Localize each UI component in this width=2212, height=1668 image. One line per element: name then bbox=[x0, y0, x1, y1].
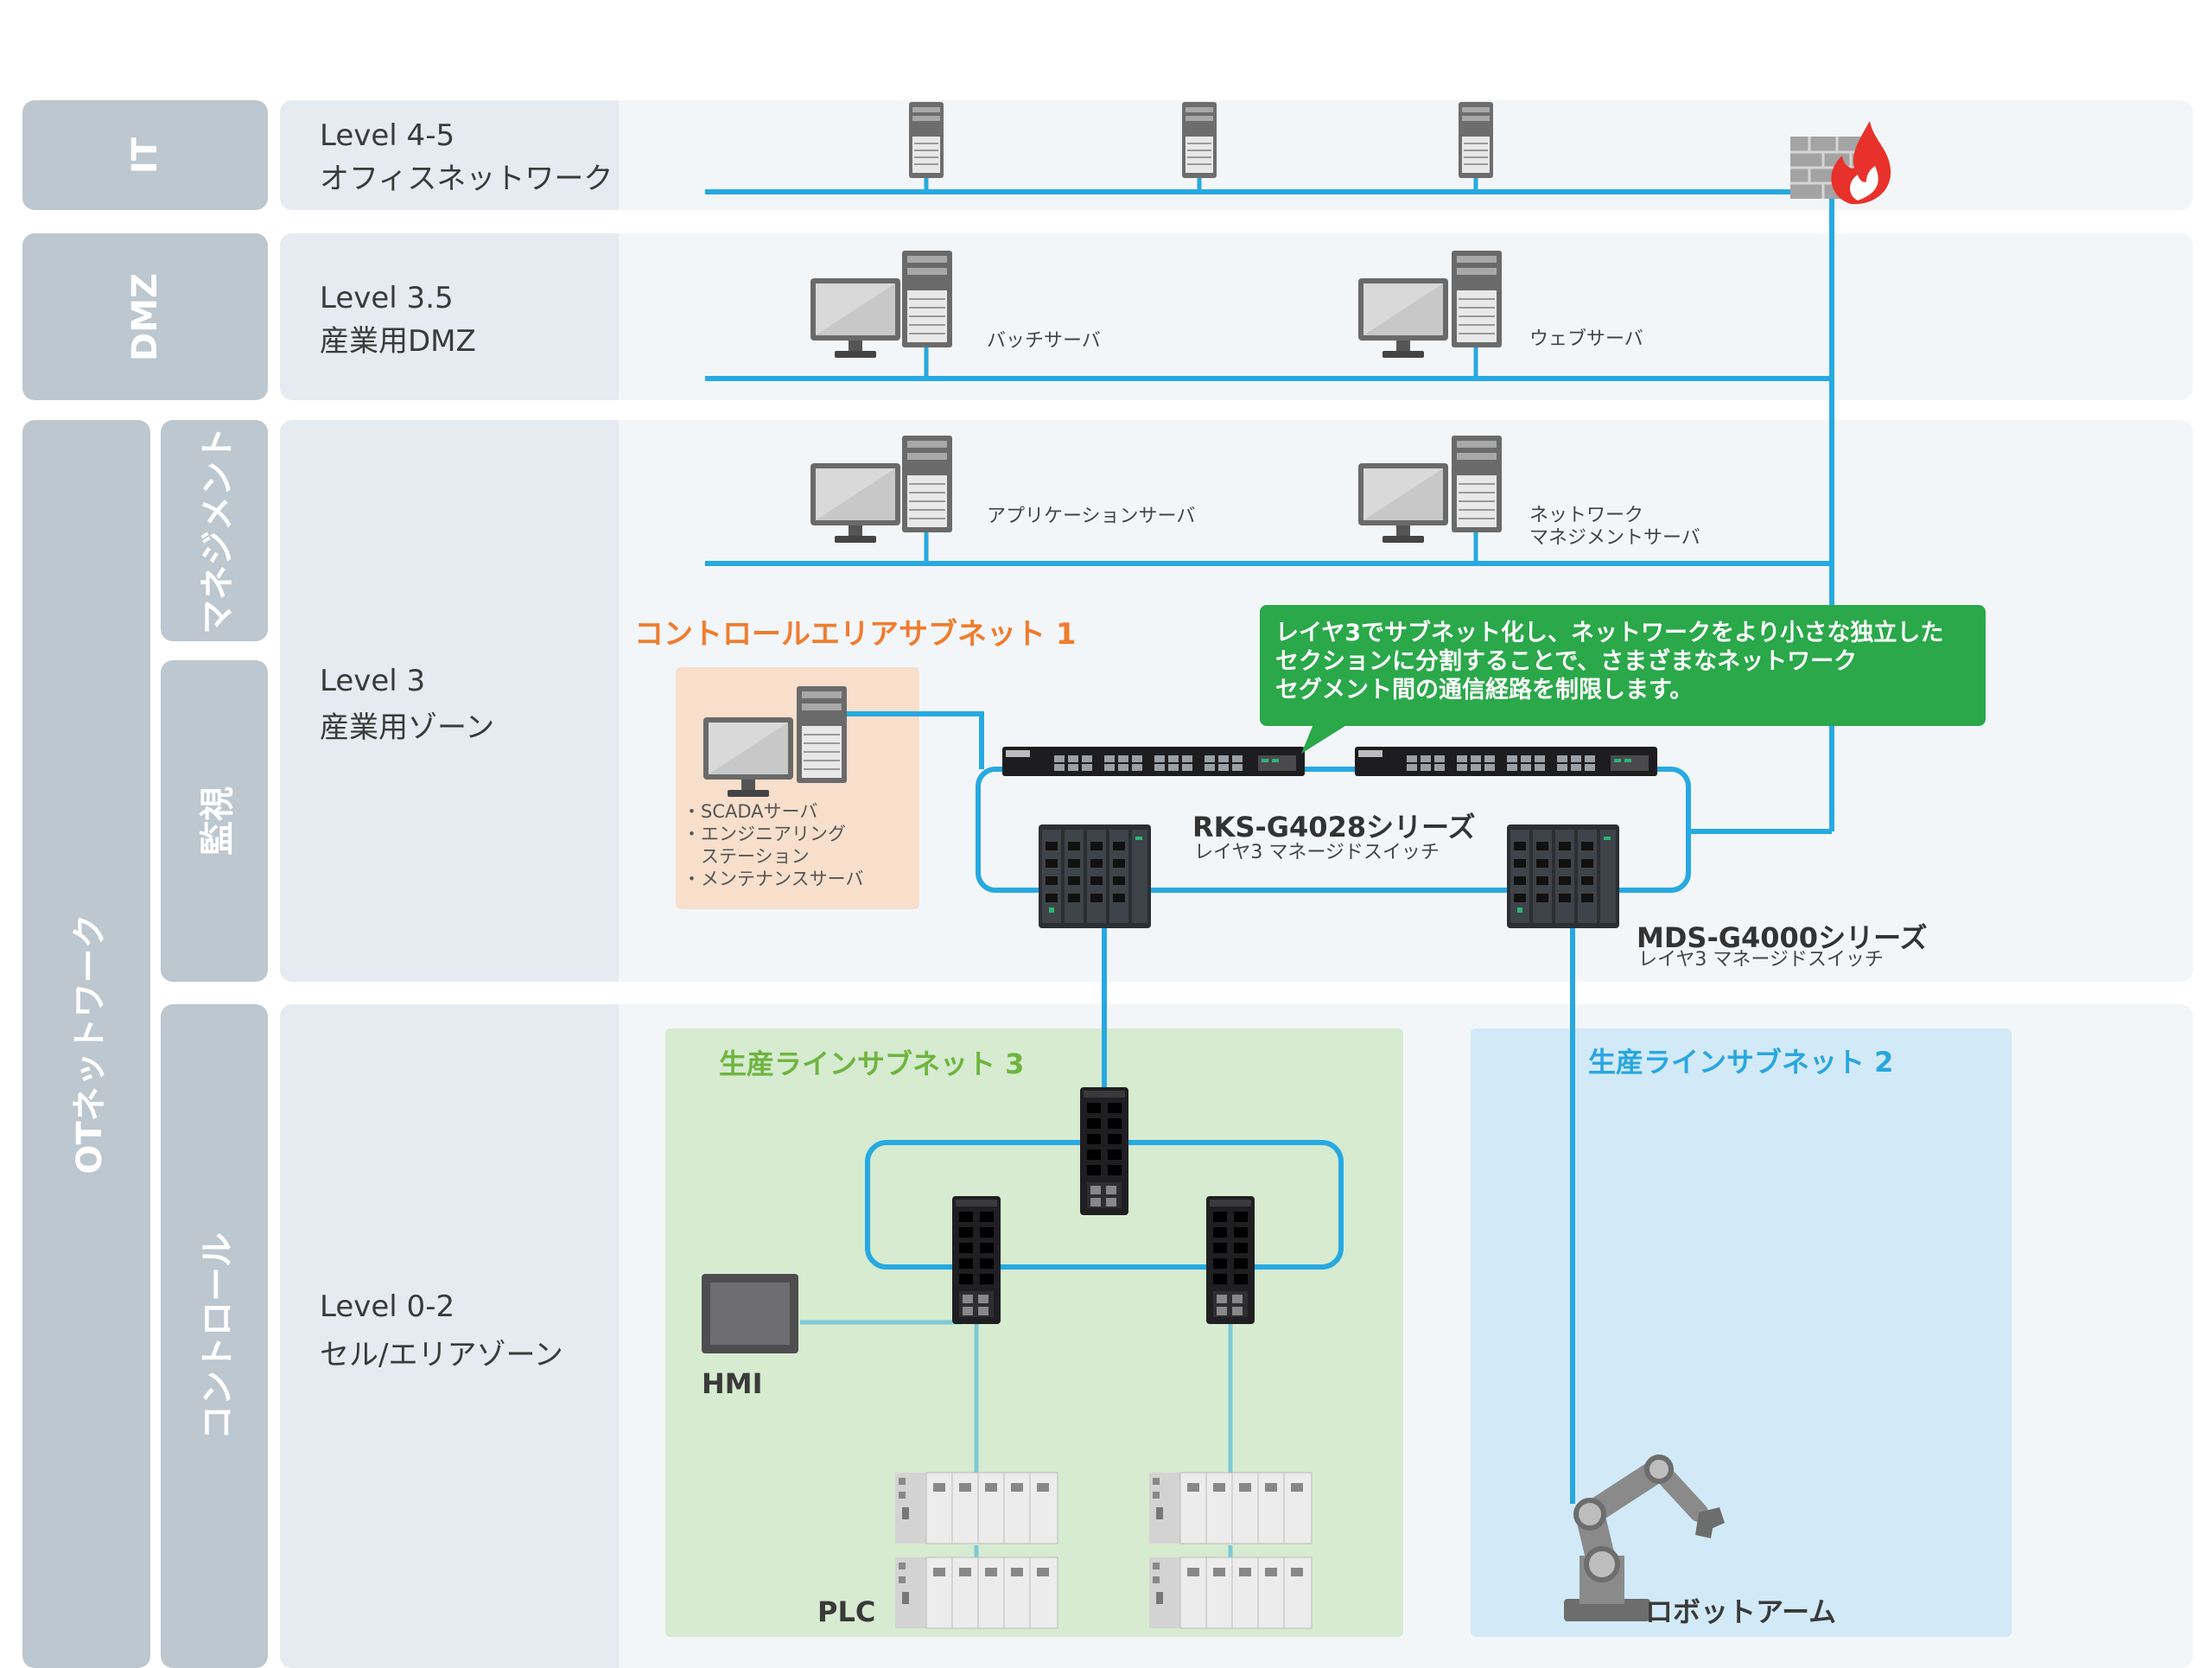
desktop-computer-icon bbox=[1358, 463, 1448, 543]
level35-number: Level 3.5 bbox=[320, 281, 454, 315]
dmz-label: DMZ bbox=[22, 233, 268, 400]
firewall-icon bbox=[1790, 121, 1891, 205]
tower-server-icon bbox=[1181, 101, 1217, 179]
tower-server-icon bbox=[1451, 250, 1503, 348]
mds-product-desc: レイヤ3 マネージドスイッチ bbox=[1638, 949, 1884, 971]
level45-number: Level 4-5 bbox=[320, 118, 455, 153]
production-subnet2-title: 生産ラインサブネット 2 bbox=[1588, 1046, 1894, 1079]
hmi-panel-icon bbox=[702, 1274, 798, 1353]
application-server-label: アプリケーションサーバ bbox=[987, 506, 1196, 527]
rks-product-name: RKS-G4028シリーズ bbox=[1192, 811, 1476, 844]
production-subnet3-title: 生産ラインサブネット 3 bbox=[719, 1047, 1025, 1080]
modular-switch-icon bbox=[1507, 824, 1619, 928]
tower-server-icon bbox=[1458, 101, 1494, 179]
desktop-computer-icon bbox=[810, 278, 900, 358]
callout-line: レイヤ3でサブネット化し、ネットワークをより小さな独立した bbox=[1275, 620, 1944, 646]
monitoring-label: 監視 bbox=[161, 660, 268, 982]
rack-switch-icon bbox=[1002, 747, 1305, 776]
mds-product-name: MDS-G4000シリーズ bbox=[1637, 921, 1928, 954]
management-label: マネジメント bbox=[161, 420, 268, 641]
robot-arm-icon bbox=[1564, 1455, 1725, 1621]
production-subnet2-box bbox=[1471, 1028, 2012, 1637]
subnet1-item: ステーション bbox=[683, 846, 810, 867]
plc-label: PLC bbox=[817, 1595, 876, 1628]
nms-server-label: ネットワーク マネジメントサーバ bbox=[1529, 505, 1700, 550]
callout-line: セグメント間の通信経路を制限します。 bbox=[1275, 677, 1694, 703]
desktop-computer-icon bbox=[1358, 278, 1448, 358]
layer3-callout: レイヤ3でサブネット化し、ネットワークをより小さな独立した セクションに分割する… bbox=[1260, 605, 1986, 726]
tower-server-icon bbox=[908, 101, 944, 179]
level45-name: オフィスネットワーク bbox=[320, 162, 613, 196]
level3-number: Level 3 bbox=[320, 664, 426, 698]
web-server-label: ウェブサーバ bbox=[1529, 328, 1643, 350]
batch-server-label: バッチサーバ bbox=[987, 330, 1101, 352]
it-label: IT bbox=[22, 100, 268, 210]
control-label: コントロール bbox=[161, 1004, 268, 1668]
tower-server-icon bbox=[901, 250, 953, 348]
level35-text: Level 3.5 産業用DMZ bbox=[320, 277, 476, 363]
ot-network-label: OTネットワーク bbox=[22, 420, 150, 1668]
control-area-subnet-title: コントロールエリアサブネット 1 bbox=[634, 617, 1077, 652]
plc-icon bbox=[894, 1472, 1058, 1544]
level3-name: 産業用ゾーン bbox=[320, 710, 495, 745]
zone-level35 bbox=[280, 233, 2193, 400]
tower-server-icon bbox=[1451, 435, 1503, 533]
rks-product-desc: レイヤ3 マネージドスイッチ bbox=[1194, 842, 1440, 863]
rack-switch-icon bbox=[1355, 747, 1657, 776]
robot-arm-label: ロボットアーム bbox=[1645, 1595, 1837, 1628]
plc-icon bbox=[1148, 1557, 1313, 1629]
din-rail-switch-icon bbox=[1080, 1087, 1128, 1215]
nms-server-label-line1: ネットワーク bbox=[1529, 505, 1644, 526]
nms-server-label-line2: マネジメントサーバ bbox=[1529, 527, 1700, 549]
level45-text: Level 4-5 オフィスネットワーク bbox=[320, 114, 613, 201]
modular-switch-icon bbox=[1039, 824, 1151, 928]
subnet1-item: ・エンジニアリング bbox=[683, 824, 846, 844]
tower-server-icon bbox=[901, 435, 953, 533]
level35-name: 産業用DMZ bbox=[320, 324, 476, 359]
level02-number: Level 0-2 bbox=[320, 1289, 455, 1324]
subnet1-item: ・メンテナンスサーバ bbox=[683, 869, 864, 889]
din-rail-switch-icon bbox=[1206, 1196, 1255, 1324]
level02-text: Level 0-2 セル/エリアゾーン bbox=[320, 1285, 563, 1377]
plc-icon bbox=[1148, 1472, 1313, 1544]
din-rail-switch-icon bbox=[952, 1196, 1001, 1324]
hmi-label: HMI bbox=[702, 1367, 763, 1400]
callout-line: セクションに分割することで、さまざまなネットワーク bbox=[1275, 648, 1858, 675]
control-area-subnet-items: ・SCADAサーバ ・エンジニアリング ステーション ・メンテナンスサーバ bbox=[683, 800, 863, 890]
desktop-computer-icon bbox=[703, 717, 793, 797]
tower-server-icon bbox=[796, 685, 848, 784]
subnet1-item: ・SCADAサーバ bbox=[683, 801, 818, 822]
level02-name: セル/エリアゾーン bbox=[320, 1338, 563, 1372]
plc-icon bbox=[894, 1557, 1058, 1629]
level3-text: Level 3 産業用ゾーン bbox=[320, 659, 494, 749]
desktop-computer-icon bbox=[810, 463, 900, 543]
